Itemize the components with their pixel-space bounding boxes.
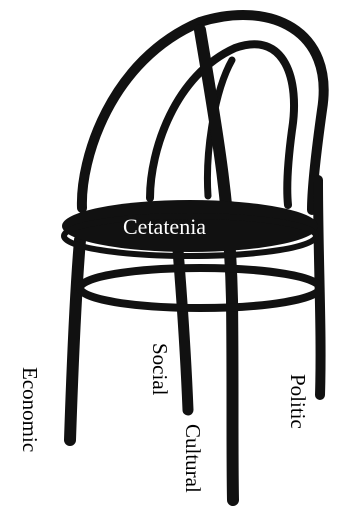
chair-leg-ring — [80, 268, 320, 308]
leg-label-cultural: Cultural — [182, 424, 203, 493]
chair-front-middle-leg — [178, 250, 188, 410]
leg-label-politic: Politic — [287, 374, 308, 429]
leg-label-social: Social — [149, 343, 170, 396]
leg-label-economic: Economic — [19, 367, 40, 452]
chair-front-left-leg — [70, 240, 80, 440]
seat-label: Cetatenia — [123, 216, 206, 238]
